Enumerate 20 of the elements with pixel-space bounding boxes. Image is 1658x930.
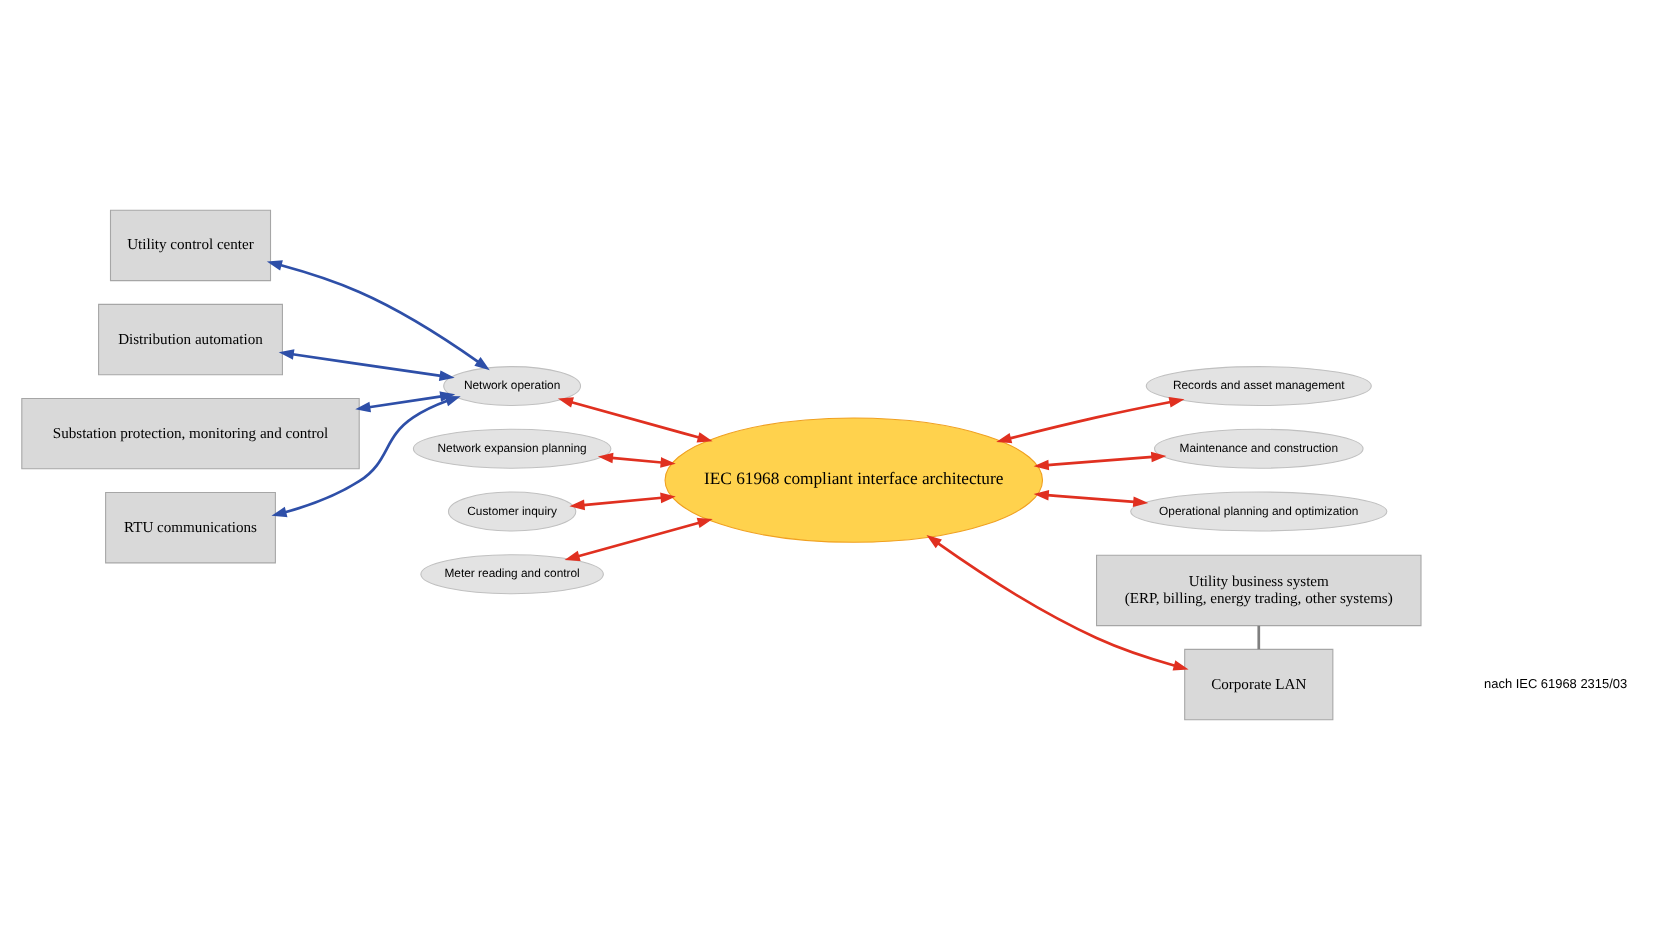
arrow (266, 260, 490, 371)
arrow (271, 396, 461, 518)
arrow (597, 452, 676, 468)
arrow (557, 397, 713, 443)
arrow (355, 391, 456, 413)
node-ellipse: IEC 61968 compliant interface architecture (664, 417, 1044, 543)
arrow (564, 517, 713, 562)
arrow (926, 535, 1189, 671)
arrow (1033, 489, 1149, 508)
node-box: RTU communications (105, 492, 276, 564)
arrow (1033, 451, 1167, 471)
node-box: Utility business system (ERP, billing, energy trading, other systems) (1096, 554, 1422, 627)
node-box: Utility control center (109, 209, 272, 282)
arrow (278, 349, 455, 381)
arrow (569, 492, 676, 511)
arrow (996, 396, 1185, 444)
node-box: Substation protection, monitoring and control (21, 397, 360, 470)
connector (1257, 625, 1261, 650)
node-box: Corporate LAN (1184, 648, 1334, 721)
node-box: Distribution automation (98, 303, 283, 376)
